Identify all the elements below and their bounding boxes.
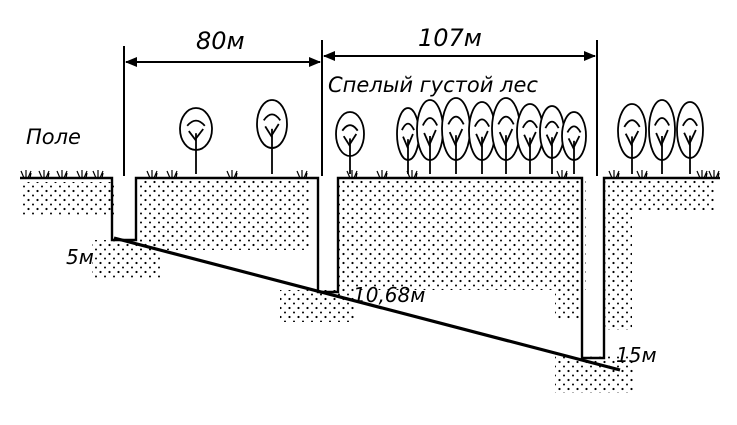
grass-icon xyxy=(608,170,620,179)
grass-icon xyxy=(556,170,568,179)
tree-icon xyxy=(539,105,565,174)
tree-layer xyxy=(179,97,704,174)
depth-label-well-3: 15м xyxy=(616,343,657,367)
grass-icon xyxy=(146,170,158,179)
tree-icon xyxy=(256,99,288,174)
distance-reference-lines xyxy=(123,40,598,176)
grass-icon xyxy=(708,170,720,179)
tree-icon xyxy=(516,103,544,174)
grass-icon xyxy=(376,170,388,179)
tree-icon xyxy=(416,99,444,174)
grass-icon xyxy=(346,170,358,179)
grass-icon xyxy=(406,170,418,179)
tree-icon xyxy=(617,103,647,174)
grass-icon xyxy=(92,170,104,179)
grass-layer xyxy=(20,170,720,179)
tree-icon xyxy=(561,111,587,174)
grass-icon xyxy=(226,170,238,179)
grass-icon xyxy=(296,170,308,179)
depth-label-well-1: 5м xyxy=(66,245,94,269)
tree-icon xyxy=(491,97,521,174)
depth-label-well-2: 10,68м xyxy=(353,283,425,307)
tree-icon xyxy=(468,101,496,174)
grass-icon xyxy=(38,170,50,179)
forest-label: Спелый густой лес xyxy=(328,73,538,97)
grass-icon xyxy=(56,170,68,179)
tree-icon xyxy=(179,107,213,174)
tree-icon xyxy=(676,101,704,174)
grass-icon xyxy=(636,170,648,179)
field-label: Поле xyxy=(26,125,81,149)
water-table-line xyxy=(113,236,621,372)
tree-icon xyxy=(441,97,471,174)
grass-icon xyxy=(696,170,708,179)
tree-icon xyxy=(396,107,420,174)
distance-label-second: 107м xyxy=(418,24,482,52)
tree-icon xyxy=(648,99,676,174)
grass-icon xyxy=(76,170,88,179)
tree-icon xyxy=(335,111,365,174)
grass-icon xyxy=(166,170,178,179)
grass-icon xyxy=(20,170,32,179)
distance-label-first: 80м xyxy=(196,27,245,55)
